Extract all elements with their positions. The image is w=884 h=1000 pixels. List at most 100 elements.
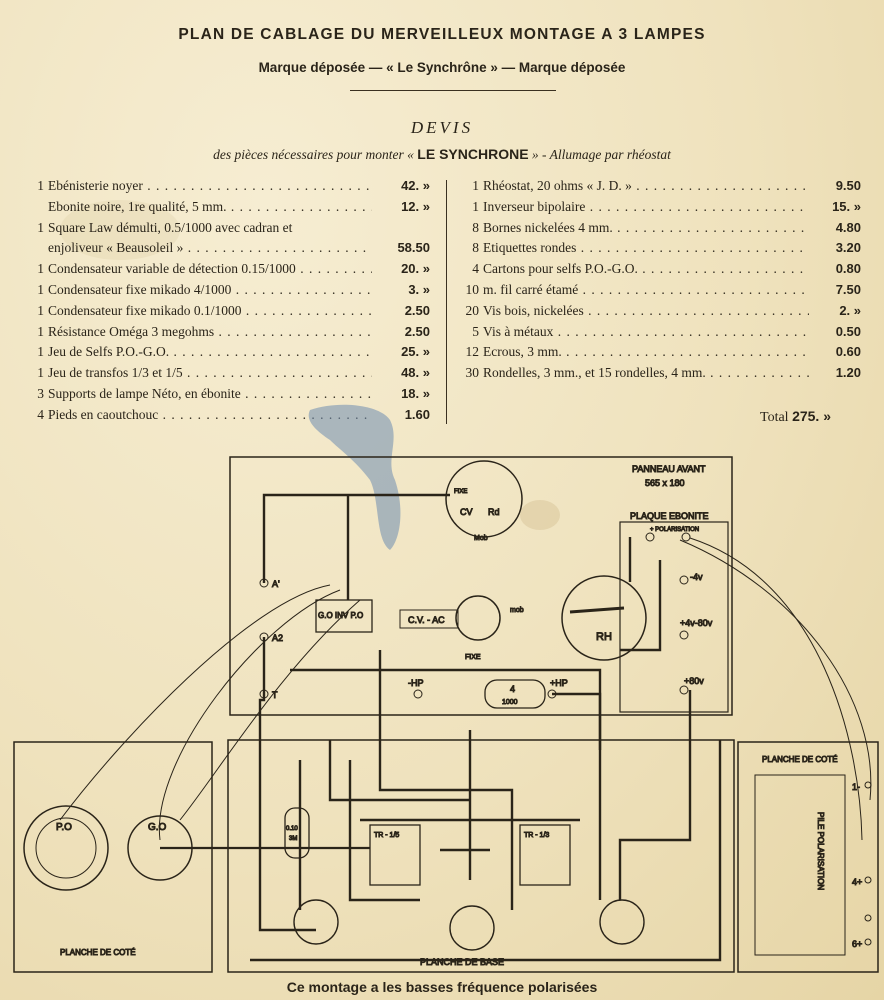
fixe-label: FIXE: [465, 654, 481, 661]
item-quantity: 20: [465, 302, 480, 318]
terminal-minus-hp: [413, 689, 423, 699]
item-price: 7.50: [835, 281, 861, 297]
side-board-right-label: PLANCHE DE COTÉ: [762, 755, 838, 764]
ink-stain: [308, 404, 401, 550]
mob-label: mob: [510, 607, 524, 614]
item-description: Supports de lampe Néto, en ébonite: [48, 386, 372, 402]
item-price: 58.50: [397, 240, 430, 256]
item-price: 0.80: [835, 261, 861, 277]
item-quantity: 1: [37, 365, 44, 381]
item-price: 0.60: [835, 344, 861, 360]
item-quantity: 1: [37, 344, 44, 360]
terminal-plus4-80: [679, 630, 689, 640]
parts-list-row: enjoliveur « Beausoleil »58.50: [28, 240, 430, 261]
item-quantity: 1: [472, 178, 479, 193]
side-board-left: [13, 741, 213, 973]
item-price: 3. »: [408, 281, 430, 297]
item-description: Condensateur fixe mikado 0.1/1000: [48, 303, 372, 319]
item-description: Etiquettes rondes: [483, 240, 809, 256]
item-price: 12. »: [401, 198, 430, 214]
item-price: 20. »: [401, 261, 430, 277]
parts-list-row: 10m. fil carré étamé7.50: [457, 281, 862, 303]
wiring: [250, 493, 722, 962]
item-quantity: 12: [465, 344, 480, 360]
inverter-label: G.O INV P.O: [318, 611, 363, 620]
tr1-label: TR - 1/5: [374, 832, 399, 839]
mob-top-label: Mob: [474, 535, 488, 542]
side-board-left-label: PLANCHE DE COTÉ: [60, 948, 136, 957]
plus80-label: +80v: [684, 676, 704, 686]
item-price: 2. »: [839, 302, 861, 318]
item-quantity: 1: [472, 198, 479, 214]
item-price: 1.20: [835, 365, 861, 381]
tr2-label: TR - 1/3: [524, 832, 549, 839]
item-description: Inverseur bipolaire: [483, 199, 809, 215]
base-board-label: PLANCHE DE BASE: [420, 957, 504, 967]
item-price: 0.50: [835, 323, 861, 339]
item-description: Vis à métaux: [483, 324, 809, 340]
item-quantity: 1: [37, 219, 44, 235]
parts-list-row: 1 Ebénisterie noyer 42. »: [28, 178, 430, 199]
item-price: 42. »: [401, 178, 430, 193]
item-price: 2.50: [404, 302, 430, 318]
item-price: 1.60: [404, 406, 430, 422]
item-quantity: 1: [37, 323, 44, 339]
item-description: Rhéostat, 20 ohms « J. D. »: [483, 178, 809, 194]
rd-label: Rd: [488, 507, 500, 517]
cv-ac-label: C.V. - AC: [408, 615, 445, 625]
item-quantity: 4: [37, 406, 44, 422]
item-price: 15. »: [832, 198, 861, 214]
pile-t1: 1-: [852, 782, 860, 792]
item-quantity: 1: [37, 178, 44, 193]
item-quantity: 30: [465, 365, 480, 381]
item-description: Bornes nickelées 4 mm.: [483, 220, 809, 236]
column-divider: [446, 180, 447, 424]
resistor: [284, 807, 310, 859]
item-quantity: 1: [37, 302, 44, 318]
wiring-diagram: PANNEAU AVANT 565 x 180 PLAQUE EBONITE +…: [13, 456, 879, 973]
res-bot-label: 3M: [289, 836, 297, 842]
item-price: 48. »: [401, 365, 430, 381]
item-description: m. fil carré étamé: [483, 282, 809, 298]
item-description: Pieds en caoutchouc: [48, 407, 372, 423]
po-label: P.O: [56, 822, 72, 833]
paper-stain: [520, 500, 560, 530]
a1-label: A': [272, 579, 280, 589]
item-description: Jeu de Selfs P.O.-G.O.: [48, 344, 372, 360]
footer-note: Ce montage a les basses fréquence polari…: [286, 979, 598, 995]
go-label: G.O: [148, 822, 167, 833]
variable-capacitor-dial: [445, 460, 523, 538]
document-title: PLAN DE CABLAGE DU MERVEILLEUX MONTAGE A…: [178, 26, 706, 43]
total: Total 275. »: [760, 408, 832, 425]
item-description: Résistance Oméga 3 megohms: [48, 324, 372, 340]
inverter-switch: [315, 599, 373, 633]
bias-battery: [754, 774, 846, 956]
item-quantity: 4: [472, 261, 479, 277]
pile-t2: 4+: [852, 877, 862, 887]
terminal-plus80: [679, 685, 689, 695]
rheostat: [561, 575, 647, 661]
minus-hp-label: -HP: [408, 678, 424, 688]
item-price: 4.80: [835, 219, 861, 235]
ebonite-plate-sub: + POLARISATION: [650, 527, 699, 533]
item-price: 18. »: [401, 385, 430, 401]
item-price: 2.50: [404, 323, 430, 339]
a2-label: A2: [272, 633, 283, 643]
item-description: Ebénisterie noyer: [48, 178, 372, 194]
item-description: Cartons pour selfs P.O.-G.O.: [483, 261, 809, 277]
minus4-label: -4v: [690, 572, 703, 582]
item-description: Condensateur variable de détection 0.15/…: [48, 261, 372, 277]
cond-bot-label: 1000: [502, 699, 518, 706]
front-panel-label: PANNEAU AVANT: [632, 464, 706, 474]
divider: [350, 90, 556, 91]
